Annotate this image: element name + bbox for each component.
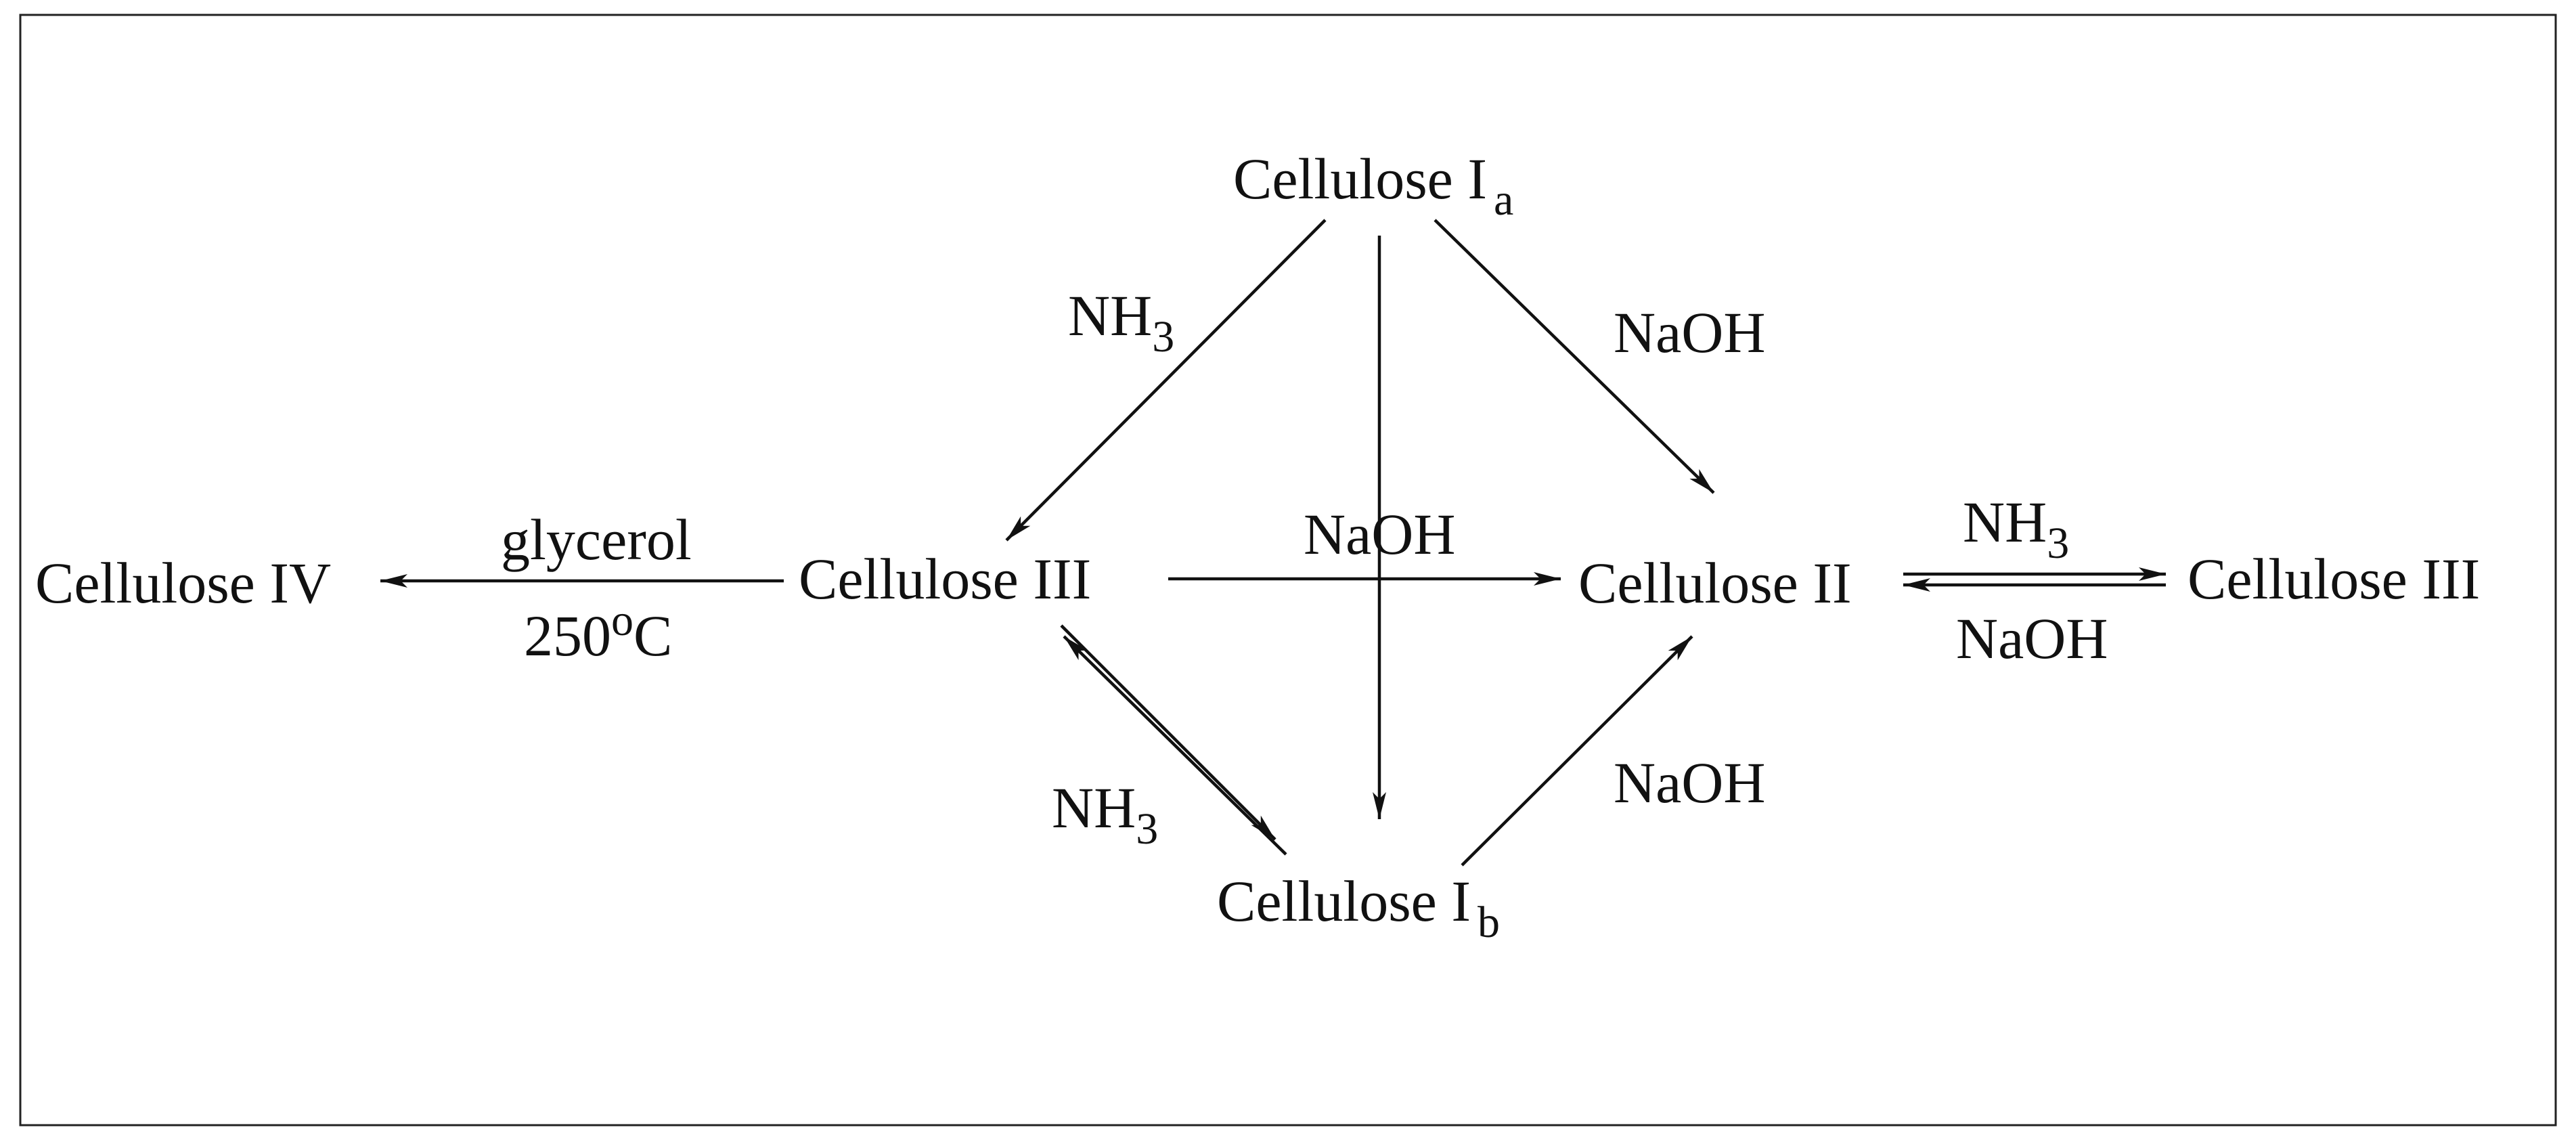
reagent-iii-to-iv-top: glycerol — [501, 507, 692, 572]
arrow-ib-to-ii — [1461, 635, 1693, 867]
reagent-iii-to-iv-bottom: 250oC — [524, 596, 672, 668]
node-cellulose-ii: Cellulose II — [1578, 550, 1852, 615]
arrow-ia-to-iii — [1005, 219, 1327, 542]
reagent-iii-to-ii: NaOH — [1304, 502, 1456, 567]
reagent-ii-iii-equilibrium-bottom: NaOH — [1956, 606, 2108, 671]
diagram-frame — [19, 14, 2557, 1127]
node-cellulose-iii-center: Cellulose III — [799, 546, 1091, 611]
reagent-ib-to-ii: NaOH — [1614, 750, 1766, 815]
arrow-ia-to-ii — [1434, 219, 1715, 494]
node-cellulose-iii-right: Cellulose III — [2188, 546, 2480, 611]
node-cellulose-iv: Cellulose IV — [35, 550, 331, 615]
reagent-ia-to-iii: NH3 — [1068, 283, 1174, 362]
reagent-ia-to-ii: NaOH — [1614, 300, 1766, 365]
arrow-ib-to-iii — [1063, 635, 1287, 856]
arrow-iii-to-ib — [1060, 624, 1276, 841]
reagent-ii-iii-equilibrium-top: NH3 — [1963, 489, 2069, 568]
reagent-iii-ib-equilibrium: NH3 — [1052, 775, 1158, 854]
